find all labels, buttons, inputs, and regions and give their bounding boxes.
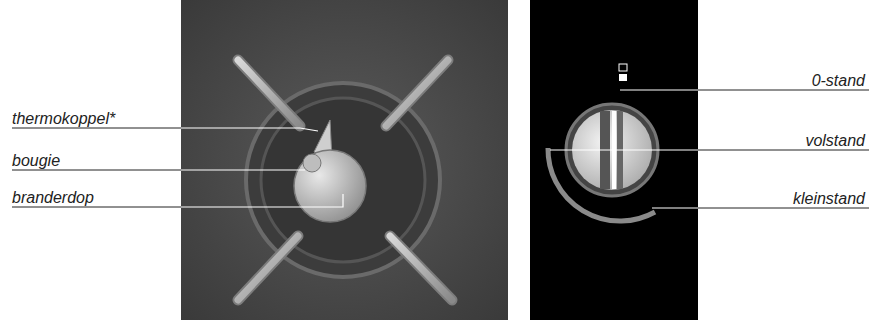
burner-ring: [261, 98, 425, 262]
leader-line: [698, 90, 869, 208]
part-label: bougie: [12, 152, 60, 170]
part-label: branderdop: [12, 189, 94, 207]
leader-line: [12, 128, 181, 207]
part-label: kleinstand: [793, 190, 865, 208]
control-panel: [530, 0, 698, 320]
spark-plug: [303, 154, 321, 172]
part-label: volstand: [805, 132, 865, 150]
off-symbol: [619, 64, 627, 71]
burner-ring: [246, 83, 440, 277]
leader-line: [550, 90, 698, 208]
pan-support: [238, 60, 452, 300]
off-symbol: [619, 74, 627, 81]
part-label: thermokoppel*: [12, 110, 115, 128]
leader-line: [12, 128, 343, 207]
part-label: 0-stand: [812, 72, 865, 90]
burner-cap: [294, 150, 366, 222]
hob-panel: [181, 0, 508, 320]
